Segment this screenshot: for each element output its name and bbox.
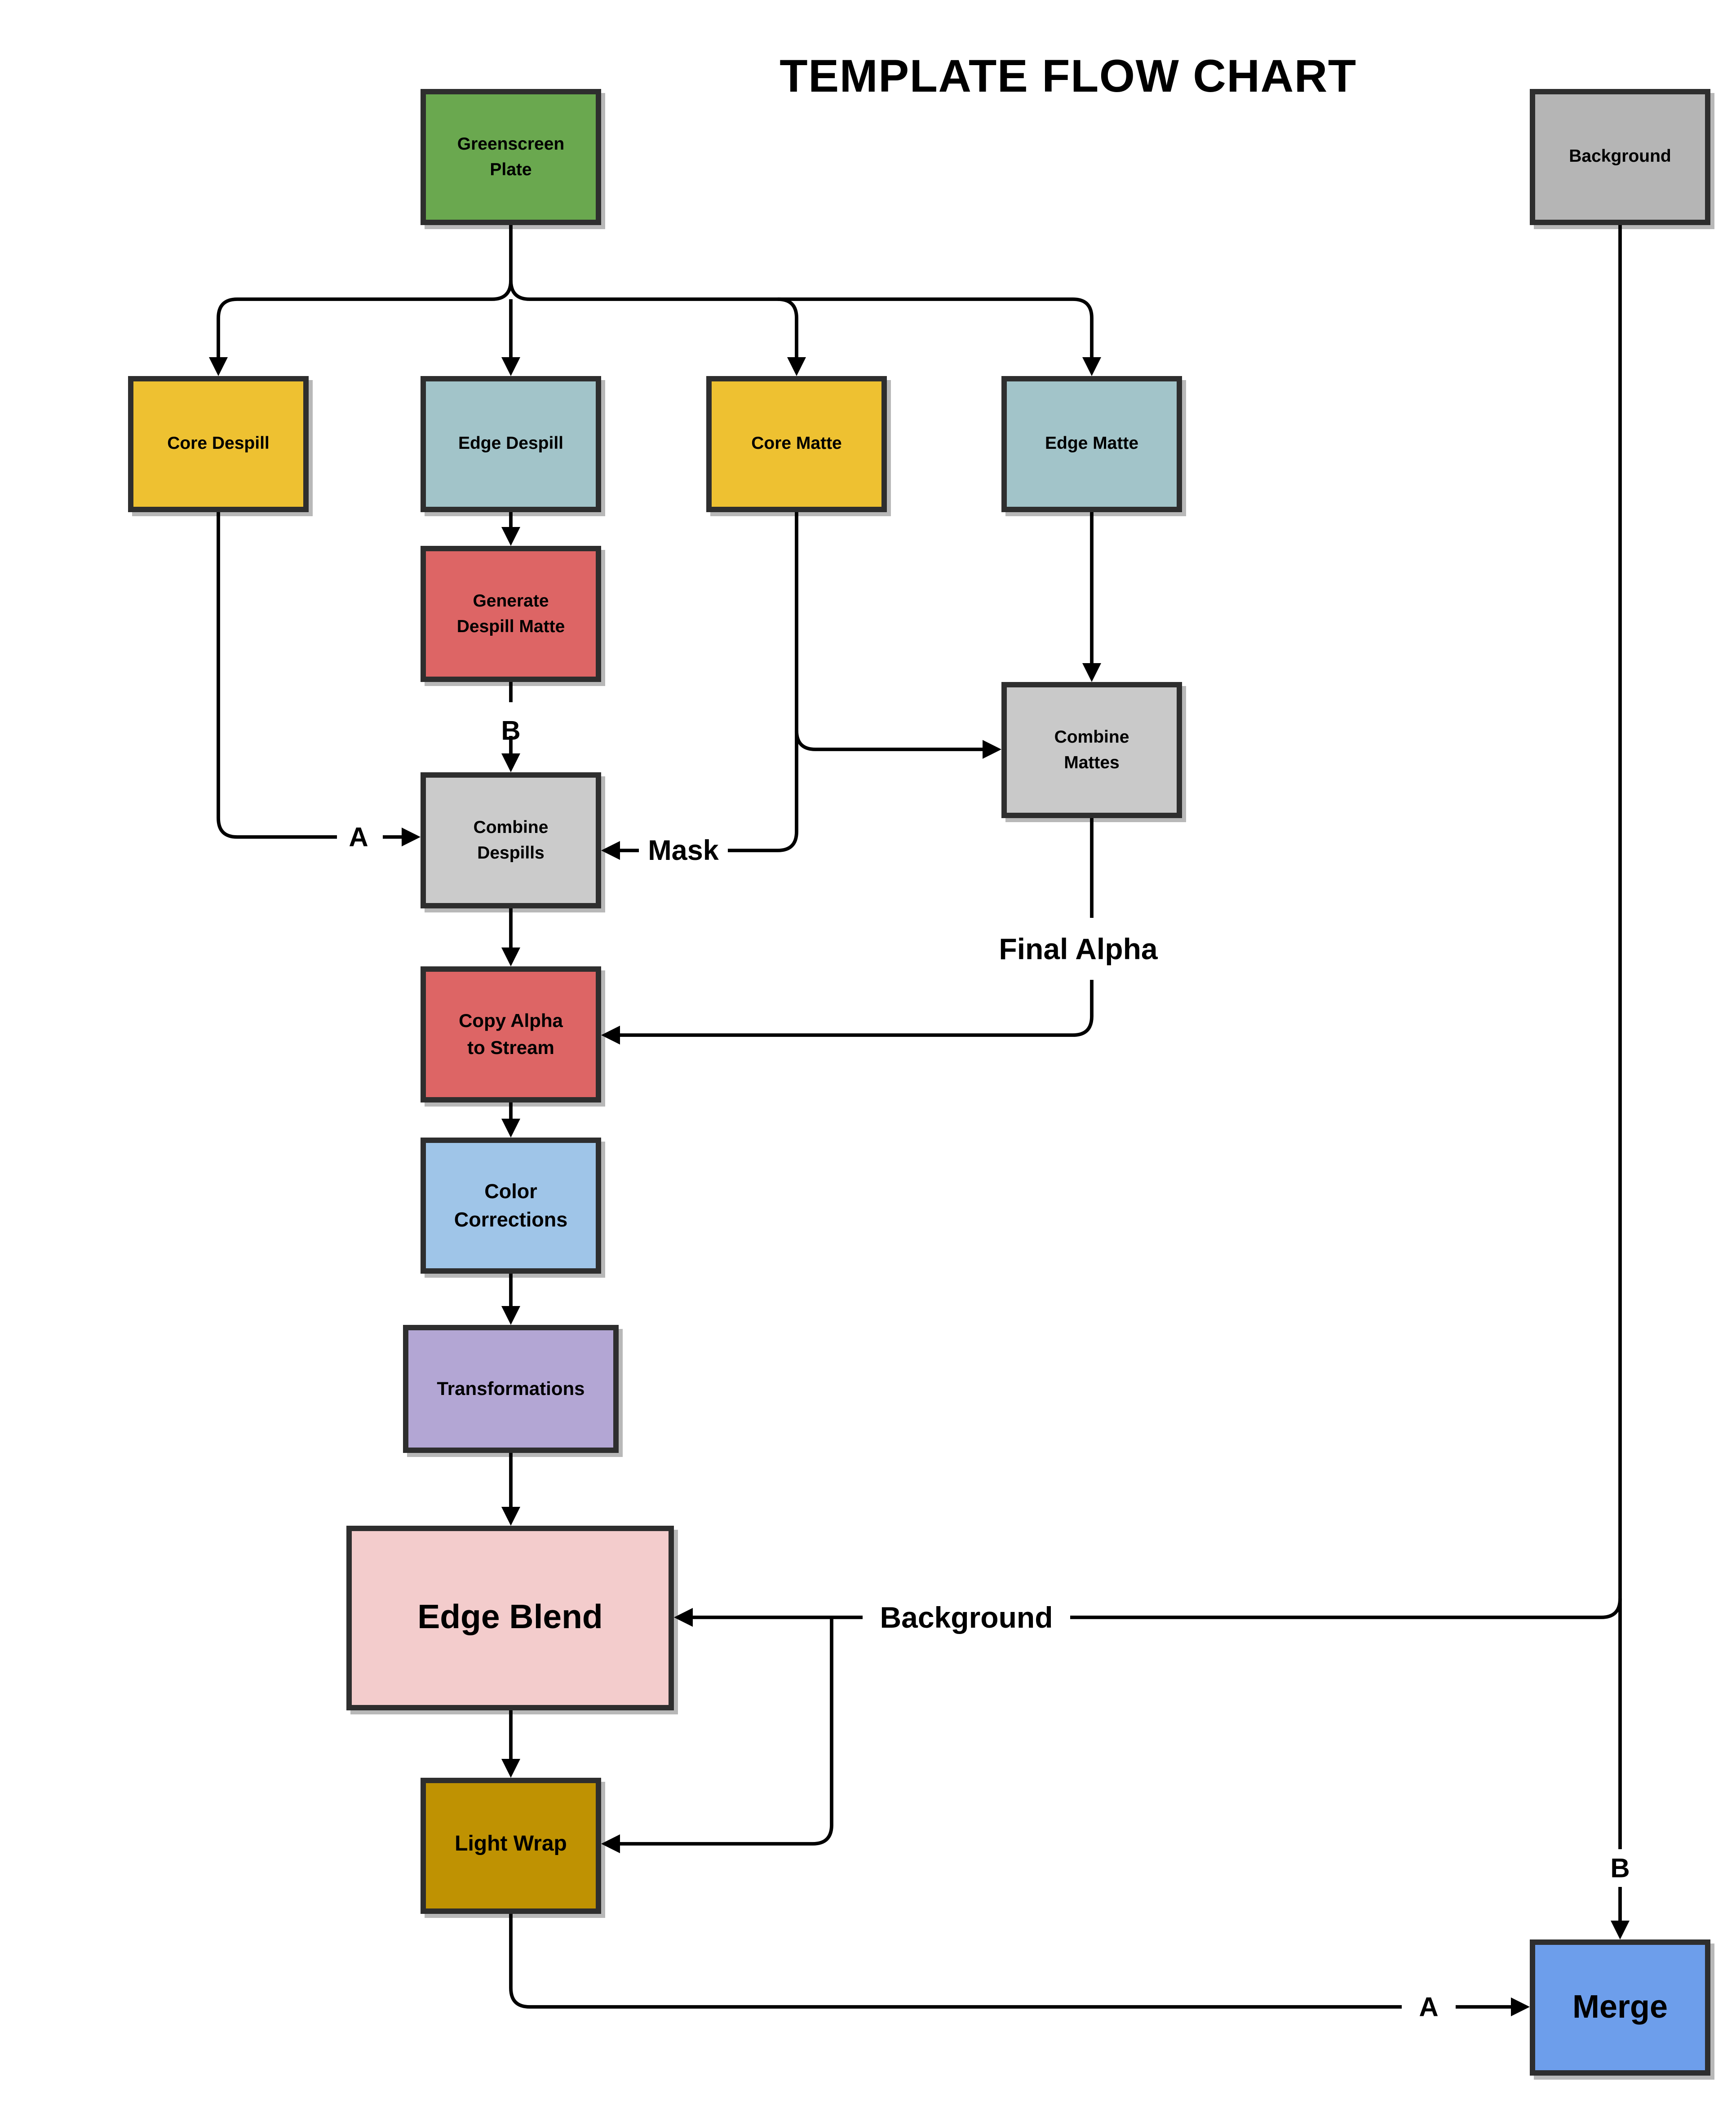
node-edge-despill: Edge Despill (421, 376, 601, 512)
node-label: Core Matte (751, 433, 842, 454)
connector-combine-mattes-final-alpha: Final Alpha (601, 818, 1158, 1045)
node-label: Copy Alpha to Stream (459, 1009, 563, 1058)
arrowhead (983, 740, 1001, 759)
arrowhead (1082, 663, 1101, 682)
node-core-matte: Core Matte (706, 376, 887, 512)
arrowhead (501, 753, 520, 772)
node-combine-despills: Combine Despills (421, 772, 601, 908)
edge-label-mask: Mask (648, 835, 719, 866)
connector-combine-despills-to-copy-alpha (501, 908, 520, 966)
node-label: Combine Despills (473, 817, 549, 862)
node-color-corrections: Color Corrections (421, 1138, 601, 1274)
node-light-wrap: Light Wrap (421, 1778, 601, 1914)
arrowhead (601, 1834, 620, 1853)
arrowhead (501, 527, 520, 546)
chart-title: TEMPLATE FLOW CHART (779, 51, 1357, 102)
connector-generate-to-combine-despills: B (501, 682, 521, 772)
node-label: Color Corrections (454, 1180, 568, 1231)
connector-light-wrap-to-merge: A (509, 1914, 1530, 2022)
node-greenscreen-plate: Greenscreen Plate (421, 89, 601, 225)
node-label: Merge (1572, 1989, 1668, 2026)
connector-edge-blend-to-light-wrap (501, 1710, 520, 1778)
node-generate-despill-matte: Generate Despill Matte (421, 546, 601, 682)
arrowhead (501, 1306, 520, 1325)
edge-label-final-alpha: Final Alpha (999, 932, 1158, 965)
connector-core-despill-to-combine-despills: A (217, 512, 421, 852)
connector-color-corrections-to-transformations (501, 1274, 520, 1325)
arrowhead (501, 357, 520, 376)
edge-label-b-merge: B (1610, 1853, 1630, 1883)
arrowhead (1511, 1997, 1530, 2016)
node-core-despill: Core Despill (128, 376, 309, 512)
node-merge: Merge (1530, 1939, 1710, 2076)
arrowhead (501, 1507, 520, 1526)
arrowhead (1611, 1921, 1630, 1939)
node-label: Edge Matte (1045, 433, 1139, 454)
arrowhead (501, 948, 520, 966)
connector-edge-matte-to-combine-mattes (1082, 512, 1101, 682)
connector-background-to-edge-blend: Background (674, 1598, 1622, 1634)
connector-edge-despill-to-generate (501, 512, 520, 546)
node-edge-matte: Edge Matte (1001, 376, 1182, 512)
node-copy-alpha-to-stream: Copy Alpha to Stream (421, 966, 601, 1102)
node-label: Light Wrap (455, 1833, 567, 1856)
connector-transformations-to-edge-blend (501, 1453, 520, 1526)
node-label: Greenscreen Plate (457, 133, 565, 179)
edge-label-a-merge: A (1419, 1992, 1438, 2022)
node-background-source: Background (1530, 89, 1710, 225)
connector-copy-alpha-to-color-corrections (501, 1102, 520, 1138)
node-combine-mattes: Combine Mattes (1001, 682, 1182, 818)
node-edge-blend: Edge Blend (346, 1526, 674, 1710)
node-label: Generate Despill Matte (456, 590, 565, 636)
node-label: Edge Blend (417, 1598, 603, 1636)
edge-label-a: A (349, 822, 368, 852)
connector-core-matte-to-combine-mattes (795, 512, 1001, 759)
arrowhead (674, 1608, 693, 1627)
arrowhead (501, 1119, 520, 1138)
node-transformations: Transformations (403, 1325, 619, 1453)
node-label: Transformations (437, 1377, 585, 1399)
arrowhead (1082, 357, 1101, 376)
arrowhead (787, 357, 806, 376)
connector-greenscreen-fanout (209, 225, 1101, 376)
node-label: Combine Mattes (1054, 726, 1129, 772)
arrowhead (601, 841, 620, 860)
node-label: Core Despill (167, 433, 270, 454)
arrowhead (402, 828, 421, 846)
connector-background-to-light-wrap (601, 1617, 833, 1853)
arrowhead (209, 357, 228, 376)
arrowhead (601, 1026, 620, 1045)
arrowhead (501, 1759, 520, 1778)
connector-background-to-merge: B (1610, 225, 1630, 1939)
node-label: Edge Despill (458, 433, 564, 454)
node-label: Background (1569, 146, 1671, 167)
edge-label-background: Background (880, 1601, 1053, 1634)
connector-core-matte-mask-to-combine-despills: Mask (601, 731, 798, 866)
